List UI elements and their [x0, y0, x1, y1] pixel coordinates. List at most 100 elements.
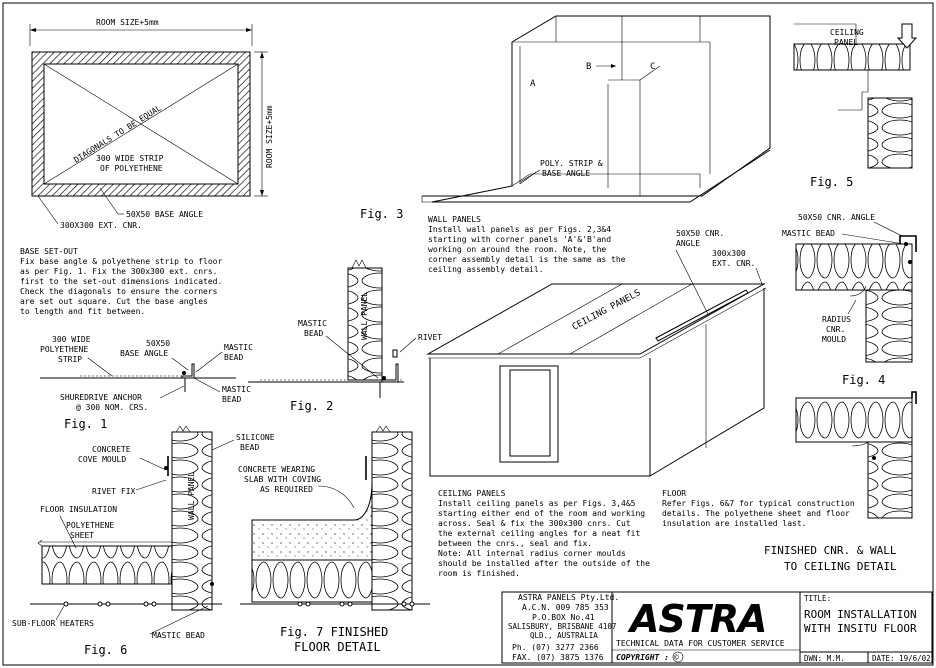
mastic-label: MASTIC [222, 385, 251, 394]
base-setout-title: BASE SET-OUT [20, 247, 78, 256]
fig5-label: Fig. 5 [810, 175, 853, 189]
ceiling-panels-line: across. Seal & fix the 300x300 cnrs. Cut [438, 519, 631, 528]
base-setout-line: Fix base angle & polyethene strip to flo… [20, 257, 222, 266]
drawing-title-1: ROOM INSTALLATION [804, 608, 917, 621]
drawing-date: DATE: 19/6/02 [872, 654, 931, 663]
room-size-top-label: ROOM SIZE+5mm [96, 18, 159, 27]
ceiling-panel-label: CEILING [830, 28, 864, 37]
mastic-label: BEAD [304, 329, 323, 338]
wall-panels-line: ceiling assembly detail. [428, 265, 544, 274]
poly-strip-label: POLYETHENE [40, 345, 88, 354]
mastic-label: MASTIC BEAD [152, 631, 205, 640]
polyethene-label: POLYETHENE [66, 521, 114, 530]
finished-cnr-label: FINISHED CNR. & WALL [764, 544, 897, 557]
drawn-by: DWN: M.M. [804, 654, 845, 663]
mastic-label: MASTIC BEAD [782, 229, 835, 238]
wall-panels-line: working on around the room. Note, the [428, 245, 606, 254]
cnr-angle-label: 50X50 CNR. ANGLE [798, 213, 875, 222]
fig7-label: FLOOR DETAIL [294, 640, 381, 654]
radius-label: CNR. [826, 325, 845, 334]
wall-panels-line: Install wall panels as per Figs. 2,3&4 [428, 225, 611, 234]
base-setout-notes: BASE SET-OUT Fix base angle & polyethene… [20, 247, 222, 316]
floor-line: insulation are installed last. [662, 519, 807, 528]
ceiling-panels-title: CEILING PANELS [438, 489, 506, 498]
title-block: ASTRA PANELS Pty.Ltd. A.C.N. 009 785 353… [501, 591, 933, 664]
strip-label-1: 300 WIDE STRIP [96, 154, 164, 163]
base-setout-line: as per Fig. 1. Fix the 300x300 ext. cnrs… [20, 267, 217, 276]
floor-title: FLOOR [662, 489, 686, 498]
room-size-side-label: ROOM SIZE+5mm [265, 105, 274, 168]
radius-label: MOULD [822, 335, 846, 344]
ceiling-panels-line: starting either end of the room and work… [438, 509, 645, 518]
fig4-corner-detail: 50X50 CNR. ANGLE MASTIC BEAD RADIUS CNR.… [782, 213, 917, 387]
strip-label-2: OF POLYETHENE [100, 164, 163, 173]
slab-label: AS REQUIRED [260, 485, 313, 494]
cove-label: CONCRETE [92, 445, 131, 454]
wall-panel-label: WALL PANEL [360, 292, 369, 340]
company-name: ASTRA PANELS Pty.Ltd. [518, 593, 619, 602]
fig5-ceiling-detail: CEILING PANEL Fig. 5 [793, 23, 918, 189]
ceiling-panels-line: Note: All internal radius corner moulds [438, 549, 626, 558]
rivet-fix-label: RIVET FIX [92, 487, 136, 496]
cnr-angle-label: 50X50 CNR. [676, 229, 724, 238]
panel-b-label: B [586, 62, 591, 72]
ceiling-panels-label: CEILING PANELS [571, 288, 643, 332]
fig1-label: Fig. 1 [64, 417, 107, 431]
finished-cnr-label: TO CEILING DETAIL [784, 560, 897, 573]
copyright-label: COPYRIGHT : [616, 653, 669, 662]
anchor-label: @ 300 NOM. CRS. [76, 403, 148, 412]
company-fax: FAX. (07) 3875 1376 [512, 653, 604, 662]
floor-line: details. The polyethene sheet and floor [662, 509, 850, 518]
fig4-label: Fig. 4 [842, 373, 885, 387]
ceiling-panels-line: between the cnrs., seal and fix. [438, 539, 592, 548]
poly-strip-label: STRIP [58, 355, 82, 364]
mastic-label: BEAD [224, 353, 243, 362]
ext-cnr-label: 300x300 [712, 249, 746, 258]
ceiling-iso-box: CEILING PANELS 50X50 CNR. ANGLE 300x300 … [426, 229, 767, 477]
base-setout-line: are set out square. Cut the base angles [20, 297, 208, 306]
ceiling-panels-line: should be installed after the outside of… [438, 559, 650, 568]
floor-insulation-label: FLOOR INSULATION [40, 505, 117, 514]
base-angle-label: 50X50 BASE ANGLE [126, 210, 203, 219]
astra-logo: ASTRA [627, 597, 766, 641]
fig6-floor-detail: WALL PANEL CONCRETE COVE MOULD SILICONE … [12, 425, 275, 657]
drawing-title-2: WITH INSITU FLOOR [804, 622, 917, 635]
ceiling-panels-line: room is finished. [438, 569, 520, 578]
silicone-label: SILICONE [236, 433, 275, 442]
silicone-label: BEAD [240, 443, 259, 452]
fig1-plan: ROOM SIZE+5mm DIAGONALS TO BE EQUAL 300 … [29, 18, 274, 230]
poly-strip-label: POLY. STRIP & [540, 159, 603, 168]
polyethene-label: SHEET [70, 531, 94, 540]
copyright-circle-icon [672, 651, 684, 663]
ceiling-panels-line: the external ceiling angles for a neat f… [438, 529, 640, 538]
cnr-angle-label: ANGLE [676, 239, 700, 248]
ceiling-panel-label: PANEL [834, 38, 858, 47]
radius-label: RADIUS [822, 315, 851, 324]
floor-notes: FLOOR Refer Figs. 6&7 for typical constr… [662, 489, 855, 528]
slab-label: SLAB WITH COVING [244, 475, 321, 484]
ext-cnr-label: EXT. CNR. [712, 259, 755, 268]
tech-data-label: TECHNICAL DATA FOR CUSTOMER SERVICE [616, 639, 785, 648]
ext-cnr-label: 300X300 EXT. CNR. [60, 221, 142, 230]
copyright-symbol: © [674, 653, 679, 662]
company-pobox: P.O.BOX No.41 [532, 613, 595, 622]
ceiling-panels-notes: CEILING PANELS Install ceiling panels as… [438, 489, 650, 578]
heaters-label: SUB-FLOOR HEATERS [12, 619, 94, 628]
floor-line: Refer Figs. 6&7 for typical construction [662, 499, 855, 508]
ceiling-panels-line: Install ceiling panels as per Figs. 3,4&… [438, 499, 636, 508]
wall-panels-title: WALL PANELS [428, 215, 481, 224]
anchor-label: SHUREDRIVE ANCHOR [60, 393, 142, 402]
fig3-label: Fig. 3 [360, 207, 403, 221]
base-angle-label: BASE ANGLE [120, 349, 168, 358]
poly-strip-label: BASE ANGLE [542, 169, 590, 178]
company-suburb: SALISBURY, BRISBANE 4107 [508, 622, 616, 631]
fig7-floor-detail: CONCRETE WEARING SLAB WITH COVING AS REQ… [238, 425, 430, 654]
poly-strip-label: 300 WIDE [52, 335, 91, 344]
down-arrow-icon [896, 23, 918, 49]
wall-panels-notes: WALL PANELS Install wall panels as per F… [428, 215, 626, 274]
mastic-label: MASTIC [224, 343, 253, 352]
fig2-label: Fig. 2 [290, 399, 333, 413]
